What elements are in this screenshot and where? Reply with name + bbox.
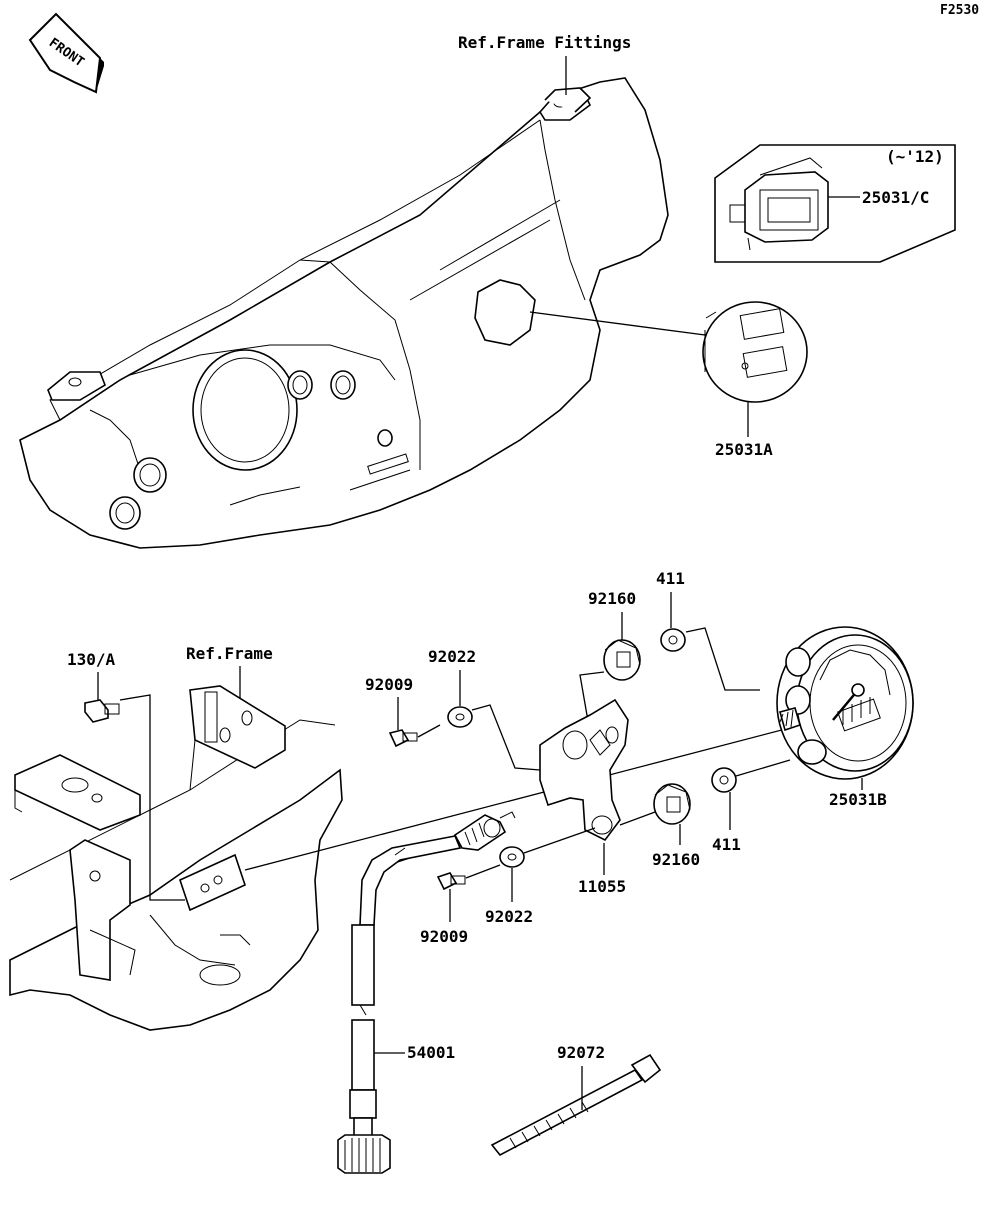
callout-92022-lower: 92022 <box>485 907 533 926</box>
callout-11055: 11055 <box>578 877 626 896</box>
front-arrow-icon: FRONT <box>28 12 104 94</box>
callout-92160-lower: 92160 <box>652 850 700 869</box>
callout-411-upper: 411 <box>656 569 685 588</box>
callout-130A: 130/A <box>67 650 116 669</box>
part-54001-cable <box>337 811 516 1174</box>
leader-92009-lower-assy <box>465 864 501 879</box>
callout-25031B: 25031B <box>829 790 887 809</box>
part-92022-washer-upper <box>447 706 473 728</box>
leader-92160-lower-assy <box>619 811 656 826</box>
part-92022-washer-lower <box>499 846 525 868</box>
part-25031A-digital-meter <box>529 301 808 403</box>
part-92009-screw-lower <box>436 872 466 891</box>
part-130A-bolt <box>84 699 120 723</box>
leader-411-upper-assy <box>685 627 760 691</box>
leader-meter-to-frame <box>244 719 821 871</box>
callout-54001: 54001 <box>407 1043 455 1062</box>
callout-92009-upper: 92009 <box>365 675 413 694</box>
part-92160-grommet-lower <box>653 783 691 825</box>
ref-frame-fittings-label: Ref.Frame Fittings <box>458 33 631 52</box>
handlebar-cover <box>19 77 669 549</box>
diagram-code: F2530 <box>940 3 979 18</box>
ref-frame-label: Ref.Frame <box>186 644 273 663</box>
leader-92022-upper-assy <box>471 704 541 771</box>
part-411-washer-upper <box>660 628 686 652</box>
part-25031C-meter-unit <box>729 157 829 251</box>
part-92072-cable-tie <box>490 1053 662 1157</box>
callout-92009-lower: 92009 <box>420 927 468 946</box>
callout-25031C: 25031/C <box>862 188 929 207</box>
part-92009-screw-upper <box>388 729 418 748</box>
callout-92160-upper: 92160 <box>588 589 636 608</box>
leader-25031A-to-opening <box>529 311 706 336</box>
callout-92072: 92072 <box>557 1043 605 1062</box>
part-411-washer-lower <box>711 767 737 793</box>
part-11055-bracket <box>539 698 629 842</box>
leader-411-lower-assy <box>735 759 791 777</box>
callout-25031A: 25031A <box>715 440 773 459</box>
leader-130A-to-clamp <box>119 694 185 901</box>
steering-frame <box>9 685 821 1031</box>
callout-411-lower: 411 <box>712 835 741 854</box>
leader-92009-upper-assy <box>417 724 441 738</box>
callout-92022-upper: 92022 <box>428 647 476 666</box>
leader-92022-lower-assy <box>523 827 596 854</box>
part-92160-grommet-upper <box>603 639 641 681</box>
part-25031B-speedometer <box>776 626 914 780</box>
inset-note: (~'12) <box>886 147 944 166</box>
